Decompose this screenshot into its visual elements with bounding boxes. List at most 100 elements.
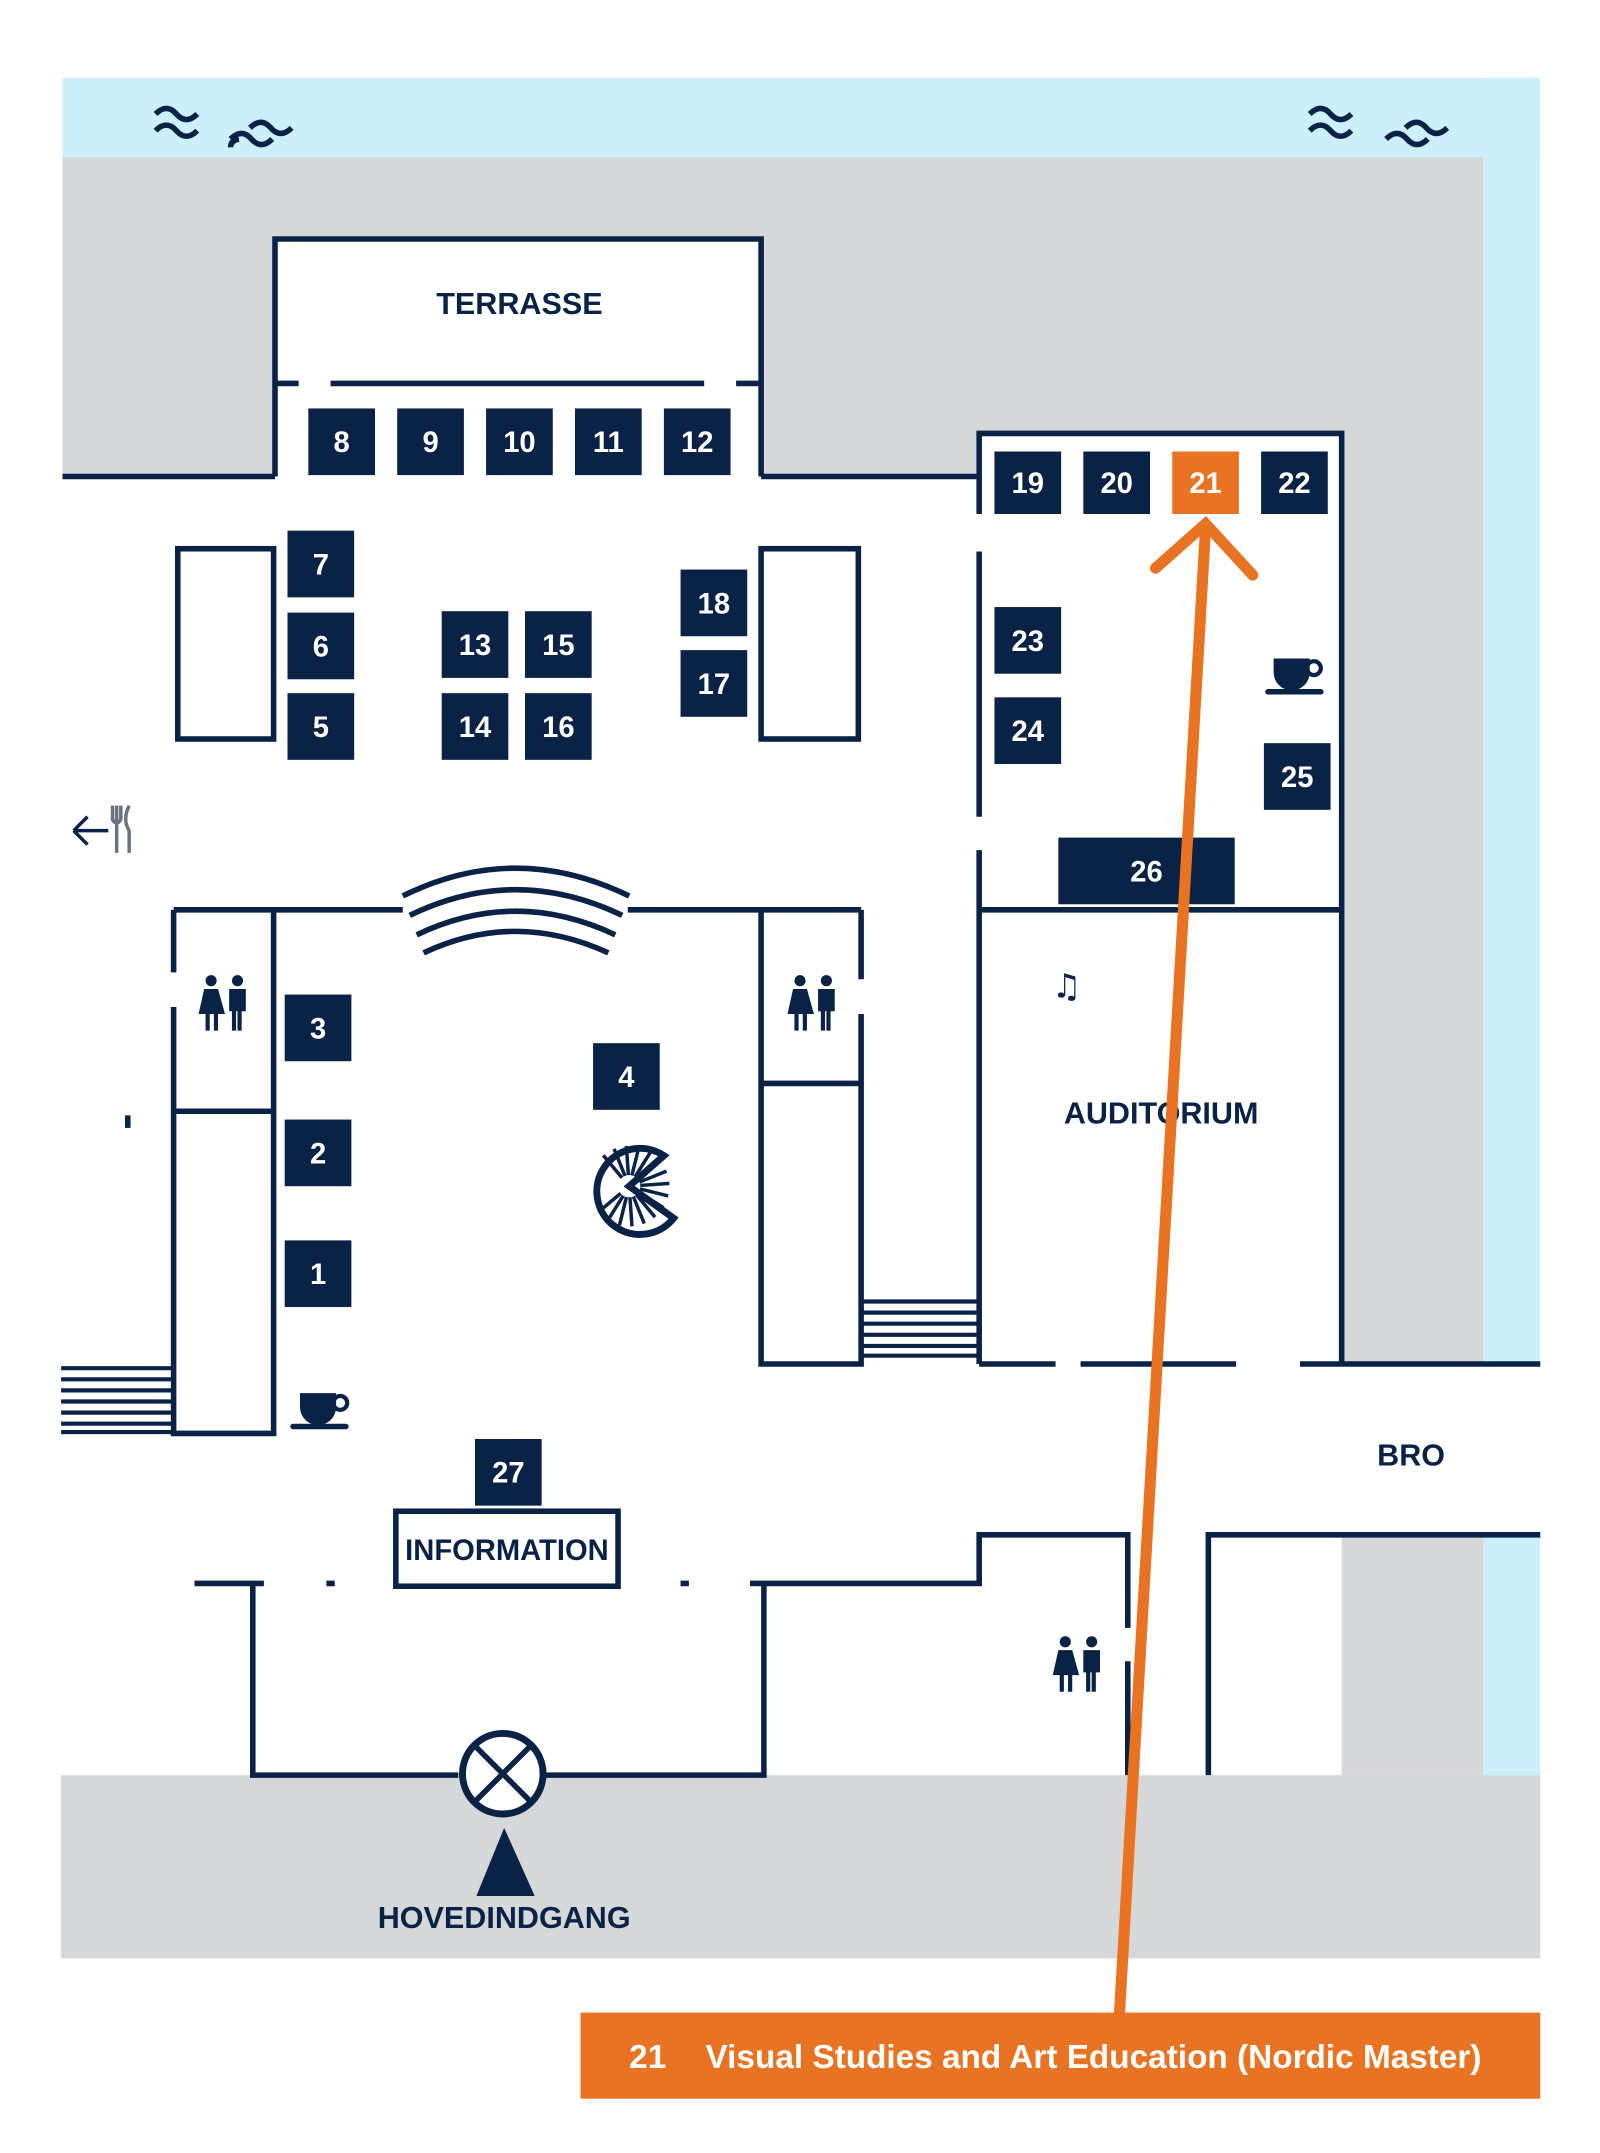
booth-number: 4 [618, 1062, 635, 1094]
water-wave-icon [153, 105, 1450, 148]
booth-box[interactable] [287, 612, 355, 680]
booth-box[interactable] [1172, 451, 1239, 515]
booth-2[interactable]: 2 [284, 1119, 352, 1187]
booth-box[interactable] [1083, 451, 1150, 515]
booth-20[interactable]: 20 [1083, 451, 1150, 515]
booth-9[interactable]: 9 [397, 408, 464, 476]
booth-number: 8 [334, 427, 350, 459]
booth-box[interactable] [1261, 451, 1328, 515]
spiral-step [612, 1148, 627, 1177]
booth-box[interactable] [397, 408, 464, 476]
booth-5[interactable]: 5 [287, 693, 355, 760]
booth-14[interactable]: 14 [441, 693, 509, 760]
booth-24[interactable]: 24 [994, 697, 1062, 764]
spiral-step [597, 1192, 622, 1214]
booth-17[interactable]: 17 [680, 650, 748, 717]
booth-12[interactable]: 12 [663, 408, 731, 476]
spiral-step [631, 1195, 646, 1225]
booth-number: 26 [1130, 856, 1162, 888]
booth-26[interactable]: 26 [1058, 837, 1235, 905]
booth-11[interactable]: 11 [575, 408, 642, 476]
booth-8[interactable]: 8 [308, 408, 375, 476]
auditorium-label: AUDITORIUM [1064, 1097, 1259, 1131]
booth-16[interactable]: 16 [525, 693, 592, 760]
highlight-arrow [1113, 515, 1259, 2020]
booth-info-banner[interactable]: 21 Visual Studies and Art Education (Nor… [580, 2012, 1541, 2099]
booth-7[interactable]: 7 [287, 530, 355, 598]
booth-number: 5 [313, 712, 329, 744]
booth-box[interactable] [1263, 743, 1331, 810]
banner-booth-title: Visual Studies and Art Education (Nordic… [706, 2039, 1482, 2076]
coffee-icon [290, 1393, 350, 1430]
spiral-step [628, 1197, 634, 1227]
bridge-label: BRO [1377, 1438, 1445, 1472]
booth-box[interactable] [994, 697, 1062, 764]
stairs-icon [61, 1299, 980, 1435]
booth-number: 11 [593, 427, 624, 459]
booth-box[interactable] [308, 408, 375, 476]
booth-box[interactable] [680, 569, 748, 637]
banner-booth-number: 21 [629, 2039, 666, 2076]
booth-box[interactable] [575, 408, 642, 476]
booth-22[interactable]: 22 [1261, 451, 1328, 515]
spiral-step [636, 1159, 662, 1181]
booth-box[interactable] [525, 611, 592, 678]
spiral-step [624, 1145, 631, 1176]
booth-box[interactable] [994, 451, 1062, 515]
booth-number: 21 [1189, 468, 1221, 500]
booth-box[interactable] [1058, 837, 1235, 905]
booth-box[interactable] [680, 650, 748, 717]
booth-4[interactable]: 4 [593, 1043, 660, 1110]
booth-box[interactable] [284, 994, 352, 1062]
booth-number: 1 [310, 1259, 326, 1291]
booth-box[interactable] [486, 408, 553, 476]
booth-box[interactable] [475, 1439, 542, 1506]
information-desk[interactable] [393, 1508, 621, 1589]
booth-21[interactable]: 21 [1172, 451, 1239, 515]
spiral-staircase-icon [593, 1144, 679, 1238]
booth-13[interactable]: 13 [441, 611, 509, 678]
booth-box[interactable] [593, 1043, 660, 1110]
booth-number: 10 [503, 427, 535, 459]
entrance-icon[interactable] [459, 1729, 547, 1896]
booth-number: 14 [459, 712, 492, 744]
booth-box[interactable] [284, 1119, 352, 1187]
booth-27[interactable]: 27 [475, 1439, 542, 1506]
booth-1[interactable]: 1 [284, 1240, 352, 1308]
restaurant-arrow-icon [72, 804, 131, 853]
booth-box[interactable] [284, 1240, 352, 1308]
booth-6[interactable]: 6 [287, 612, 355, 680]
booth-number: 16 [542, 712, 574, 744]
booth-number: 13 [459, 630, 491, 662]
booth-box[interactable] [287, 530, 355, 598]
toilet-icon [198, 975, 246, 1031]
booth-box[interactable] [441, 611, 509, 678]
booth-18[interactable]: 18 [680, 569, 748, 637]
booth-number: 15 [542, 630, 574, 662]
main-entrance-label: HOVEDINDGANG [378, 1901, 631, 1935]
booth-box[interactable] [525, 693, 592, 760]
booth-number: 6 [313, 631, 329, 663]
spiral-step [638, 1169, 668, 1184]
booth-23[interactable]: 23 [994, 607, 1062, 674]
booth-10[interactable]: 10 [486, 408, 553, 476]
booth-number: 23 [1012, 626, 1044, 658]
booth-box[interactable] [994, 607, 1062, 674]
booth-number: 24 [1012, 716, 1045, 748]
stage-arcs [401, 865, 631, 956]
booth-15[interactable]: 15 [525, 611, 592, 678]
booth-box[interactable] [663, 408, 731, 476]
water-top [62, 77, 1541, 158]
walls [62, 236, 1541, 1778]
booth-box[interactable] [441, 693, 509, 760]
booth-19[interactable]: 19 [994, 451, 1062, 515]
booth-number: 7 [313, 549, 329, 581]
booth-number: 9 [422, 427, 438, 459]
booth-number: 27 [492, 1458, 524, 1490]
booth-number: 18 [698, 588, 730, 620]
toilet-icon [1052, 1636, 1100, 1692]
booth-3[interactable]: 3 [284, 994, 352, 1062]
booth-box[interactable] [287, 693, 355, 760]
spiral-step [637, 1190, 665, 1210]
booth-25[interactable]: 25 [1263, 743, 1331, 810]
